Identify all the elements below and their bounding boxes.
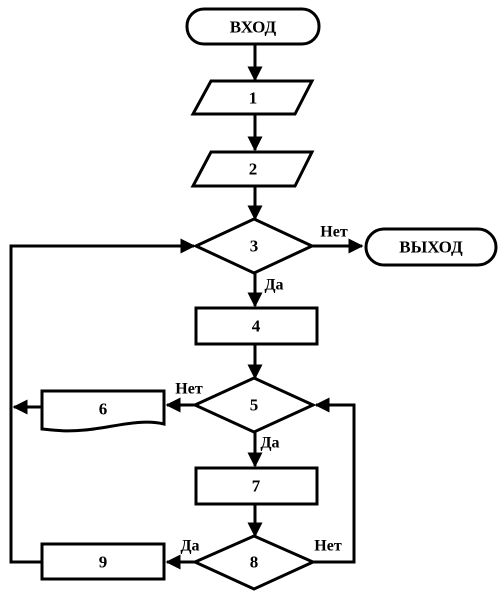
- node-7-process: [194, 466, 319, 506]
- node-3-decision: [192, 217, 316, 275]
- node-6-label: 6: [99, 400, 108, 419]
- node-9-process: [40, 542, 166, 581]
- node-7-label: 7: [252, 477, 261, 496]
- start-terminal: [185, 7, 321, 46]
- node-8-decision: [191, 534, 317, 591]
- branch-8-yes-label: Да: [180, 538, 199, 555]
- node-5-decision: [191, 376, 317, 434]
- branch-5-yes-label: Да: [260, 435, 279, 452]
- node-2-io: [190, 150, 315, 188]
- edge-9-loop-to-3: [9, 238, 196, 564]
- start-label: ВХОД: [230, 18, 277, 37]
- node-1-label: 1: [249, 89, 258, 108]
- node-5-label: 5: [250, 396, 259, 415]
- node-9-label: 9: [99, 553, 108, 572]
- exit-terminal: [364, 227, 498, 267]
- exit-label: ВЫХОД: [399, 238, 463, 257]
- branch-3-no-label: Нет: [320, 224, 348, 241]
- node-8-label: 8: [250, 553, 259, 572]
- branch-8-no-label: Нет: [314, 538, 342, 555]
- node-4-process: [194, 306, 319, 346]
- node-4-label: 4: [252, 317, 261, 336]
- node-6-document: [40, 389, 166, 433]
- branch-3-yes-label: Да: [264, 277, 283, 294]
- branch-5-no-label: Нет: [175, 381, 203, 398]
- edge-8-no-to-5: [313, 397, 356, 564]
- node-2-label: 2: [249, 160, 258, 179]
- node-1-io: [190, 79, 315, 116]
- node-3-label: 3: [250, 237, 259, 256]
